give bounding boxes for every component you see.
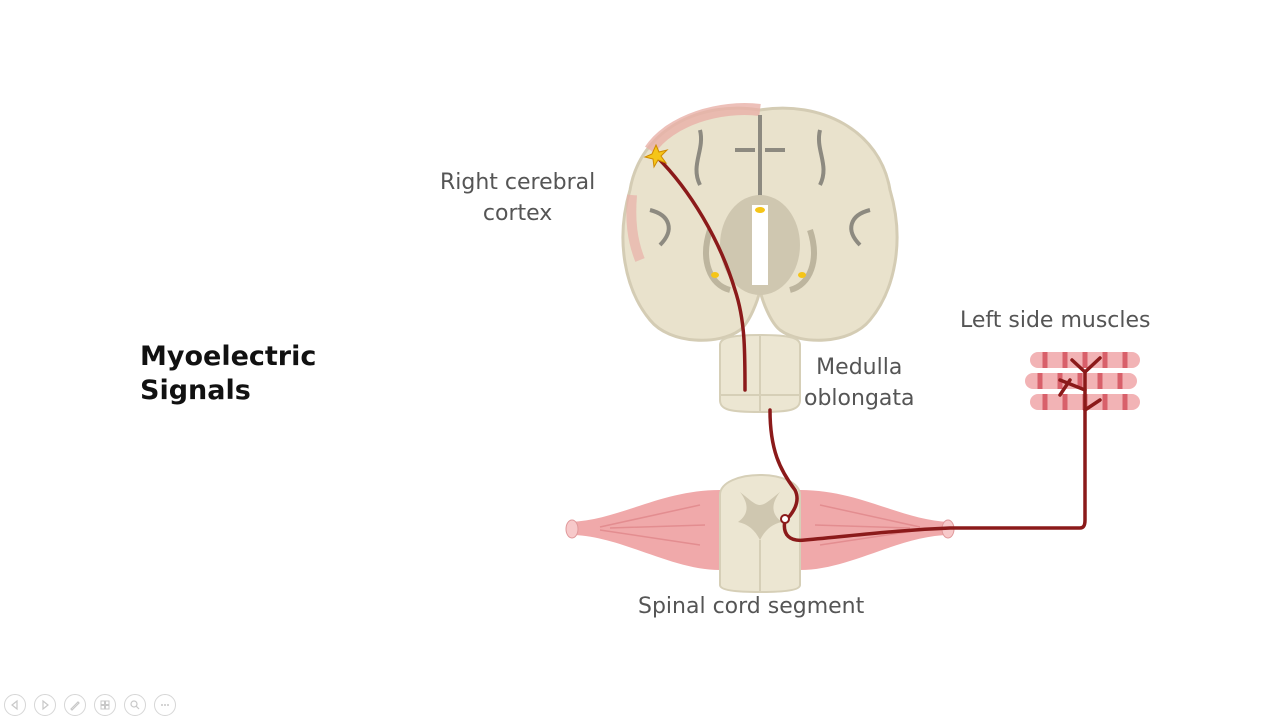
label-medulla-line-1: Medulla (816, 355, 903, 380)
label-cortex-line-2: cortex (482, 201, 553, 226)
spark-icon (643, 143, 669, 169)
more-icon (161, 704, 169, 706)
zoom-button[interactable] (124, 694, 146, 716)
label-left-side-muscles: Left side muscles (960, 308, 1151, 333)
pen-icon (70, 701, 80, 711)
label-spinal-cord-segment: Spinal cord segment (638, 594, 865, 619)
pen-tool-button[interactable] (64, 694, 86, 716)
medulla-illustration (719, 333, 801, 414)
more-options-button[interactable] (154, 694, 176, 716)
slide-title-line-1: Myoelectric (140, 341, 317, 372)
see-all-slides-button[interactable] (94, 694, 116, 716)
label-cortex-line-1: Right cerebral (440, 170, 596, 195)
brain-illustration (621, 103, 899, 342)
slide-title-line-2: Signals (140, 375, 251, 406)
spinal-cord-illustration (719, 473, 801, 594)
zoom-icon (130, 700, 140, 710)
next-slide-button[interactable] (34, 694, 56, 716)
label-right-cerebral-cortex: Right cerebral cortex (440, 167, 595, 229)
next-icon (42, 699, 49, 711)
prev-icon (11, 699, 18, 711)
presentation-toolbar (4, 693, 176, 717)
slide-title: Myoelectric Signals (140, 340, 316, 408)
muscle-fibers-illustration (1025, 352, 1140, 410)
label-medulla-oblongata: Medulla oblongata (804, 352, 915, 414)
prev-slide-button[interactable] (4, 694, 26, 716)
label-medulla-line-2: oblongata (804, 386, 915, 411)
slides-icon (100, 700, 110, 710)
synapse-marker (780, 514, 790, 524)
nerve-pathway (655, 155, 1102, 543)
